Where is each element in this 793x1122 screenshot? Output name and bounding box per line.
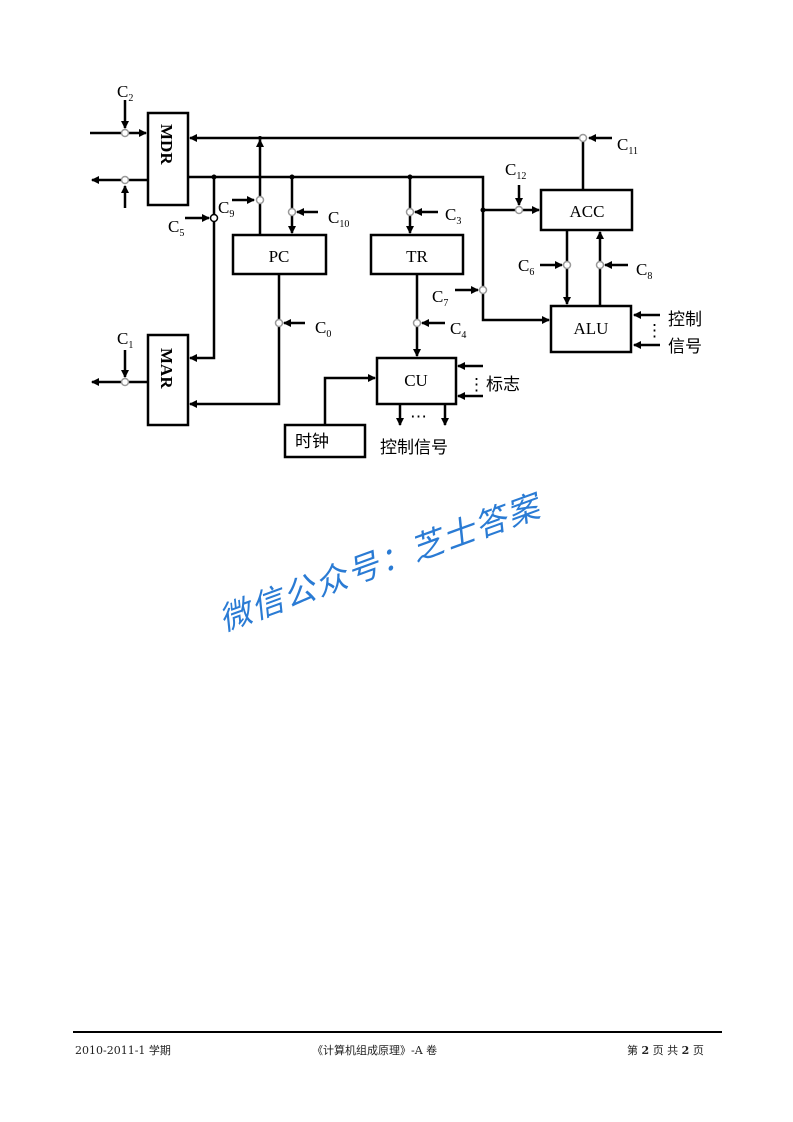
cpu-datapath-diagram: MDR MAR PC TR ACC ALU CU 时钟 C2 C1 C11 C9… bbox=[90, 82, 702, 459]
alu-control-label-1: 控制 bbox=[668, 310, 702, 330]
signal-labels: C2 C1 C11 C9 C5 C10 C3 C12 C7 C0 C4 C6 C… bbox=[117, 82, 652, 351]
pc-label: PC bbox=[269, 247, 290, 266]
signal-c9: C9 bbox=[218, 198, 234, 220]
signal-c11: C11 bbox=[617, 135, 638, 157]
clock-label: 时钟 bbox=[295, 432, 329, 452]
signal-c12: C12 bbox=[505, 160, 526, 182]
alu-label: ALU bbox=[574, 319, 609, 338]
acc-register: ACC bbox=[539, 188, 634, 232]
tr-label: TR bbox=[406, 247, 428, 266]
cu-control-ellipsis: ⋯ bbox=[410, 407, 427, 426]
cu-unit: CU bbox=[375, 356, 458, 406]
pc-register: PC bbox=[231, 233, 328, 276]
page-mid: 页 共 bbox=[652, 1044, 679, 1057]
watermark: 微信公众号：芝士答案 bbox=[213, 486, 547, 639]
page-number: 2 bbox=[641, 1044, 650, 1057]
cu-flags-label: 标志 bbox=[486, 375, 520, 395]
page-prefix: 第 bbox=[627, 1044, 638, 1057]
signal-c3: C3 bbox=[445, 205, 461, 227]
page-suffix: 页 bbox=[692, 1044, 704, 1057]
control-gates bbox=[120, 128, 605, 387]
footer-course: 《计算机组成原理》-A 卷 bbox=[312, 1044, 438, 1057]
signal-c10: C10 bbox=[328, 208, 349, 230]
alu-control-vdots: ⋮ bbox=[646, 321, 663, 340]
mar-label: MAR bbox=[157, 348, 176, 389]
clock-unit: 时钟 bbox=[283, 423, 367, 459]
footer-term: 2010-2011-1 学期 bbox=[75, 1044, 171, 1057]
signal-c0: C0 bbox=[315, 318, 331, 340]
signal-c1: C1 bbox=[117, 329, 133, 351]
cu-label: CU bbox=[404, 371, 428, 390]
mdr-label: MDR bbox=[157, 124, 176, 165]
alu-unit: ALU bbox=[549, 304, 633, 354]
mar-register: MAR bbox=[146, 333, 190, 427]
footer-page: 第 2 页 共 2 页 bbox=[627, 1042, 704, 1058]
page-total: 2 bbox=[681, 1044, 690, 1057]
mdr-register: MDR bbox=[146, 111, 190, 207]
signal-c6: C6 bbox=[518, 256, 534, 278]
acc-label: ACC bbox=[570, 202, 605, 221]
signal-c5: C5 bbox=[168, 217, 184, 239]
signal-c4: C4 bbox=[450, 319, 466, 341]
alu-control-label-2: 信号 bbox=[668, 337, 702, 357]
signal-c7: C7 bbox=[432, 287, 448, 309]
signal-c8: C8 bbox=[636, 260, 652, 282]
footer-divider bbox=[73, 1031, 722, 1033]
signal-c2: C2 bbox=[117, 82, 133, 104]
cu-flags-vdots: ⋮ bbox=[468, 375, 485, 394]
tr-register: TR bbox=[369, 233, 465, 276]
cu-control-label: 控制信号 bbox=[380, 438, 448, 458]
